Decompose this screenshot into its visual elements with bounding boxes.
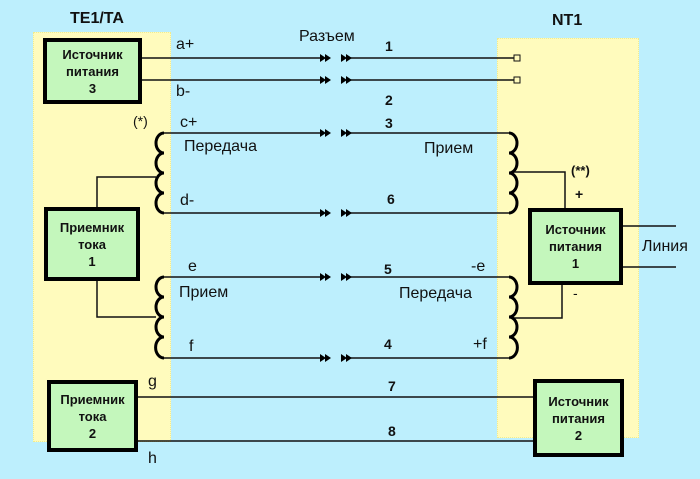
pin-5: 5 xyxy=(384,261,392,277)
wire-label-f: f xyxy=(189,338,194,355)
connector-pin-icon xyxy=(320,129,352,137)
wire-label-c: c+ xyxy=(180,114,198,131)
terminal-icon xyxy=(513,76,521,84)
power-source-2: Источник питания 2 xyxy=(533,379,624,457)
coil-icon xyxy=(508,131,519,215)
coil-icon xyxy=(154,131,165,215)
connector-pin-icon xyxy=(320,76,352,84)
current-receiver-1: Приемник тока 1 xyxy=(44,207,140,281)
coil-icon xyxy=(154,275,165,360)
connector-pin-icon xyxy=(320,54,352,62)
line-label: Линия xyxy=(642,238,688,255)
connector-pin-icon xyxy=(320,354,352,362)
terminal-icon xyxy=(513,54,521,62)
transmit-label-right: Передача xyxy=(399,285,472,302)
coil-icon xyxy=(508,275,519,360)
pin-7: 7 xyxy=(388,378,396,394)
wire-label-h: h xyxy=(148,450,157,467)
connector-pins xyxy=(320,54,352,362)
center-tap-wire xyxy=(513,283,563,319)
footnote-left: (*) xyxy=(133,113,148,129)
transmit-label-left: Передача xyxy=(184,138,257,155)
center-tap-wire xyxy=(513,171,566,210)
wire-label-plus-f: +f xyxy=(473,336,487,353)
footnote-right: (**) xyxy=(571,163,590,178)
receive-label-right: Прием xyxy=(424,140,474,157)
wire-label-minus-e: -e xyxy=(471,258,486,275)
power-source-3: Источник питания 3 xyxy=(43,38,142,104)
pin-1: 1 xyxy=(385,38,393,54)
connector-label: Разъем xyxy=(299,28,355,45)
wire-label-d: d- xyxy=(180,192,195,209)
pin-2: 2 xyxy=(385,92,393,108)
connector-pin-icon xyxy=(320,209,352,217)
pin-3: 3 xyxy=(385,115,393,131)
wire-label-g: g xyxy=(148,373,157,390)
wire-label-e: e xyxy=(188,258,197,275)
plus-sign: + xyxy=(575,186,584,202)
wire-label-a: a+ xyxy=(176,36,195,53)
nt1-title: NT1 xyxy=(552,12,583,29)
power-source-1: Источник питания 1 xyxy=(528,208,623,285)
pin-4: 4 xyxy=(384,336,392,352)
wire-label-b: b- xyxy=(176,83,191,100)
current-receiver-2: Приемник тока 2 xyxy=(47,380,138,452)
connector-pin-icon xyxy=(320,273,352,281)
center-tap-wire xyxy=(96,176,156,209)
minus-sign: - xyxy=(573,285,578,301)
receive-label-left: Прием xyxy=(179,284,229,301)
pin-6: 6 xyxy=(387,191,395,207)
te1-ta-title: TE1/TA xyxy=(70,10,124,27)
pin-8: 8 xyxy=(388,423,396,439)
